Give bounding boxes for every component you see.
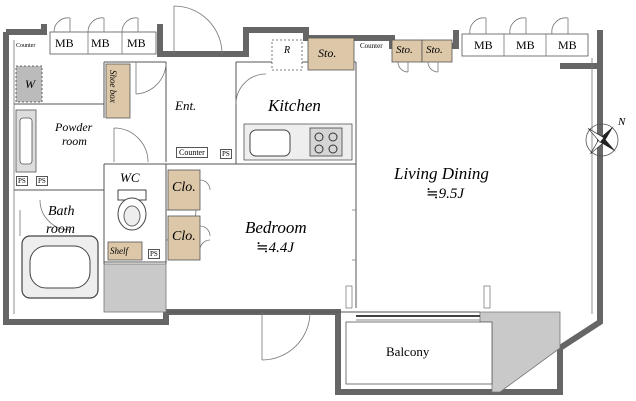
outer-walls (3, 24, 603, 395)
toilet (117, 189, 147, 231)
sto-kitchen (307, 37, 355, 71)
shoe-box-label: Shoe box (108, 70, 118, 103)
mb-group-left (49, 17, 157, 55)
refrigerator-label: R (284, 45, 291, 56)
closet-1 (167, 169, 201, 211)
ps-label: PS (36, 176, 48, 186)
living-dining-size: ≒9.5J (426, 186, 464, 202)
powder-room-label: room (62, 134, 87, 148)
bath-label: room (46, 222, 76, 237)
bedroom-label: Bedroom (245, 218, 307, 237)
ps-label: PS (16, 176, 28, 186)
stove (309, 127, 343, 157)
counter-kitchen-label: Counter (176, 147, 208, 158)
ps-label: PS (220, 149, 232, 159)
balcony-window (345, 285, 491, 321)
sink (249, 129, 291, 157)
refrigerator (271, 39, 303, 71)
powder-room-label: Powder (55, 120, 93, 134)
bedroom-size: ≒4.4J (256, 240, 294, 256)
balcony-label: Balcony (386, 344, 430, 359)
counter-label: Counter (16, 43, 36, 49)
wc-label: WC (120, 170, 140, 185)
living-dining-label: Living Dining (394, 164, 489, 183)
interior-walls (14, 61, 480, 313)
compass-north-label: N (618, 116, 626, 128)
door-swings (39, 5, 356, 361)
closet-label: Clo. (172, 180, 196, 195)
mb-label: MB (127, 36, 146, 50)
mb-label: MB (516, 38, 535, 52)
shelf (107, 241, 143, 261)
bathtub (19, 210, 99, 299)
washer-label: W (25, 77, 35, 91)
mb-label: MB (474, 38, 493, 52)
entrance-label: Ent. (175, 98, 197, 113)
mb-label: MB (91, 36, 110, 50)
kitchen-label: Kitchen (268, 96, 321, 115)
mb-label: MB (558, 38, 577, 52)
balcony-area (345, 321, 493, 385)
mb-group-right (461, 17, 589, 57)
washer (15, 65, 43, 103)
shelf-label: Shelf (110, 246, 128, 256)
bath-label: Bath (48, 204, 75, 219)
wall-block (103, 263, 167, 313)
compass-icon (585, 123, 619, 157)
closet-2 (167, 215, 201, 261)
sto-living-label: Sto. (426, 44, 443, 56)
ps-label: PS (148, 249, 160, 259)
closet-label: Clo. (172, 229, 196, 244)
sto-kitchen-label: Sto. (318, 46, 337, 60)
mb-label: MB (55, 36, 74, 50)
sto-living-label: Sto. (396, 44, 413, 56)
sto-living-2 (421, 39, 453, 63)
shoe-box (105, 63, 131, 119)
counter-living-label: Counter (360, 42, 383, 50)
